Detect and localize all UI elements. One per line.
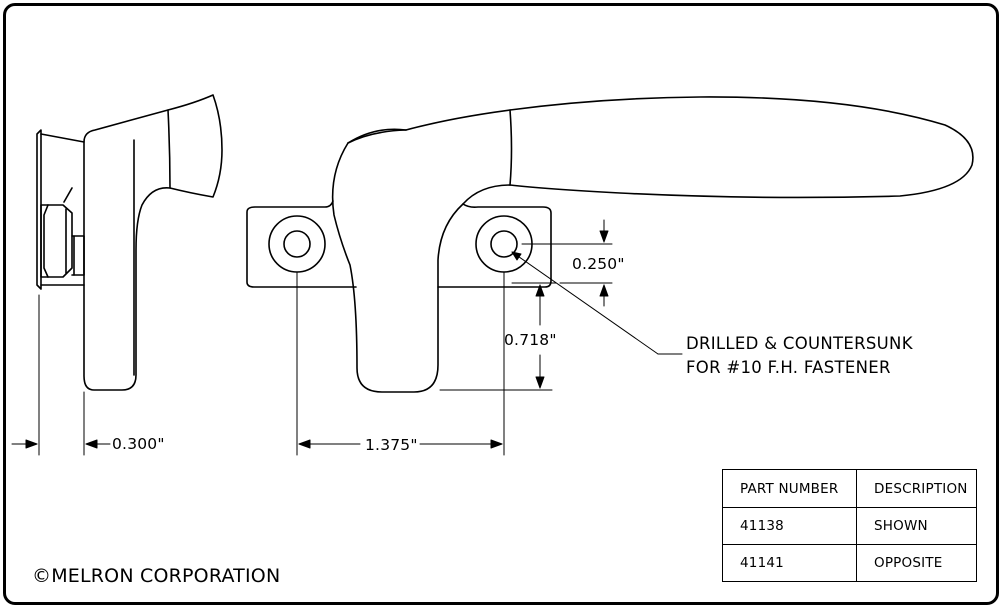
table-header-row: PART NUMBER DESCRIPTION xyxy=(722,469,977,508)
dimension-width-300: 0.300" xyxy=(112,435,165,453)
table-row: 41141 OPPOSITE xyxy=(722,544,977,582)
description-cell: SHOWN xyxy=(856,507,977,545)
front-view-plate-left xyxy=(246,200,357,288)
side-view-plate xyxy=(36,129,42,290)
side-view xyxy=(36,94,223,391)
copyright-text: ©MELRON CORPORATION xyxy=(32,565,281,587)
dimension-height-718: 0.718" xyxy=(504,331,557,349)
dimension-hole-spacing: 1.375" xyxy=(365,436,418,454)
front-view-plate-right xyxy=(437,203,552,288)
table-row: 41138 SHOWN xyxy=(722,507,977,545)
part-number-cell: 41138 xyxy=(722,507,857,545)
hole-left-outer xyxy=(268,215,326,273)
side-view-nut-facets xyxy=(43,204,67,278)
front-view-handle xyxy=(331,96,974,393)
column-header-part-number: PART NUMBER xyxy=(722,469,857,508)
dimension-lines xyxy=(11,219,683,456)
hole-left-inner xyxy=(283,230,311,258)
side-view-nut xyxy=(40,204,73,278)
fastener-note-line2: FOR #10 F.H. FASTENER xyxy=(686,358,891,377)
parts-table: PART NUMBER DESCRIPTION 41138 SHOWN 4114… xyxy=(722,469,977,582)
side-view-body xyxy=(83,94,223,391)
front-view xyxy=(246,96,974,393)
fastener-note-line1: DRILLED & COUNTERSUNK xyxy=(686,334,913,353)
part-number-cell: 41141 xyxy=(722,544,857,582)
drawing-border xyxy=(3,3,999,605)
column-header-description: DESCRIPTION xyxy=(856,469,977,508)
dimension-offset-250: 0.250" xyxy=(572,255,625,273)
side-view-plate-edges xyxy=(40,133,85,286)
fastener-note: DRILLED & COUNTERSUNK FOR #10 F.H. FASTE… xyxy=(686,332,913,380)
description-cell: OPPOSITE xyxy=(856,544,977,582)
hole-right-inner xyxy=(490,230,518,258)
